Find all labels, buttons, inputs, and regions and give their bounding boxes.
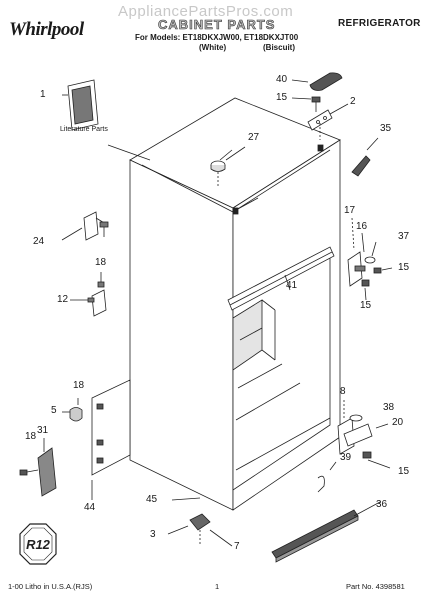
r12-badge-text: R12 [26, 537, 51, 552]
callout-40: 40 [276, 74, 288, 85]
callout-20: 20 [392, 417, 404, 428]
lower-left-parts-icon [19, 379, 131, 500]
callout-41: 41 [286, 280, 298, 291]
brand-logo: Whirlpool [9, 19, 84, 40]
callout-39: 39 [340, 452, 352, 463]
literature-label: Literature Parts [60, 126, 108, 133]
print-line: 1-00 Litho in U.S.A.(RJS) [8, 582, 93, 591]
models-line: For Models: ET18DKXJW00, ET18DKXJT00 [135, 33, 299, 42]
callout-8: 8 [340, 386, 346, 397]
hinge-12-icon [70, 272, 107, 317]
base-grille-36-icon [271, 501, 381, 563]
callout-16: 16 [356, 221, 368, 232]
variant-white: (White) [199, 43, 227, 52]
r12-badge-icon: R12 [19, 523, 57, 565]
page-number: 1 [215, 582, 220, 591]
callout-24: 24 [33, 236, 45, 247]
hinge-cover-40-icon [291, 72, 343, 91]
section-label: REFRIGERATOR [338, 18, 421, 29]
callout-1: 1 [40, 89, 46, 100]
variant-biscuit: (Biscuit) [263, 43, 295, 52]
callout-3: 3 [150, 529, 156, 540]
callout-15-mid-right: 15 [398, 262, 410, 273]
callout-15-bottom: 15 [398, 466, 410, 477]
callout-44: 44 [84, 502, 96, 513]
literature-booklet-icon [62, 79, 99, 131]
callout-17: 17 [344, 205, 356, 216]
callout-37: 37 [398, 231, 410, 242]
bracket-24-icon [61, 211, 109, 241]
callout-5: 5 [51, 405, 57, 416]
hinge-pin-35-icon [351, 137, 379, 177]
callout-38: 38 [383, 402, 395, 413]
callout-7: 7 [234, 541, 240, 552]
middle-hinge-icon [347, 217, 393, 301]
callout-18-upper: 18 [95, 257, 107, 268]
callout-35: 35 [380, 123, 392, 134]
cabinet-body-icon [129, 97, 341, 511]
callout-45: 45 [146, 494, 158, 505]
callout-36: 36 [376, 499, 388, 510]
callout-18-left: 18 [25, 431, 37, 442]
cap-27-icon [210, 146, 246, 188]
callout-15-mid: 15 [360, 300, 372, 311]
watermark-text: AppliancePartsPros.com [118, 3, 294, 20]
callout-2: 2 [350, 96, 356, 107]
top-hinge-icon [291, 96, 349, 140]
callout-18-lower: 18 [73, 380, 85, 391]
callout-12: 12 [57, 294, 69, 305]
bottom-hinge-icon [317, 400, 391, 493]
leveling-leg-icon [167, 497, 233, 547]
page-title: CABINET PARTS [158, 17, 276, 33]
callout-27: 27 [248, 132, 260, 143]
part-number: Part No. 4398581 [346, 582, 405, 591]
callout-31: 31 [37, 425, 49, 436]
callout-15-top: 15 [276, 92, 288, 103]
